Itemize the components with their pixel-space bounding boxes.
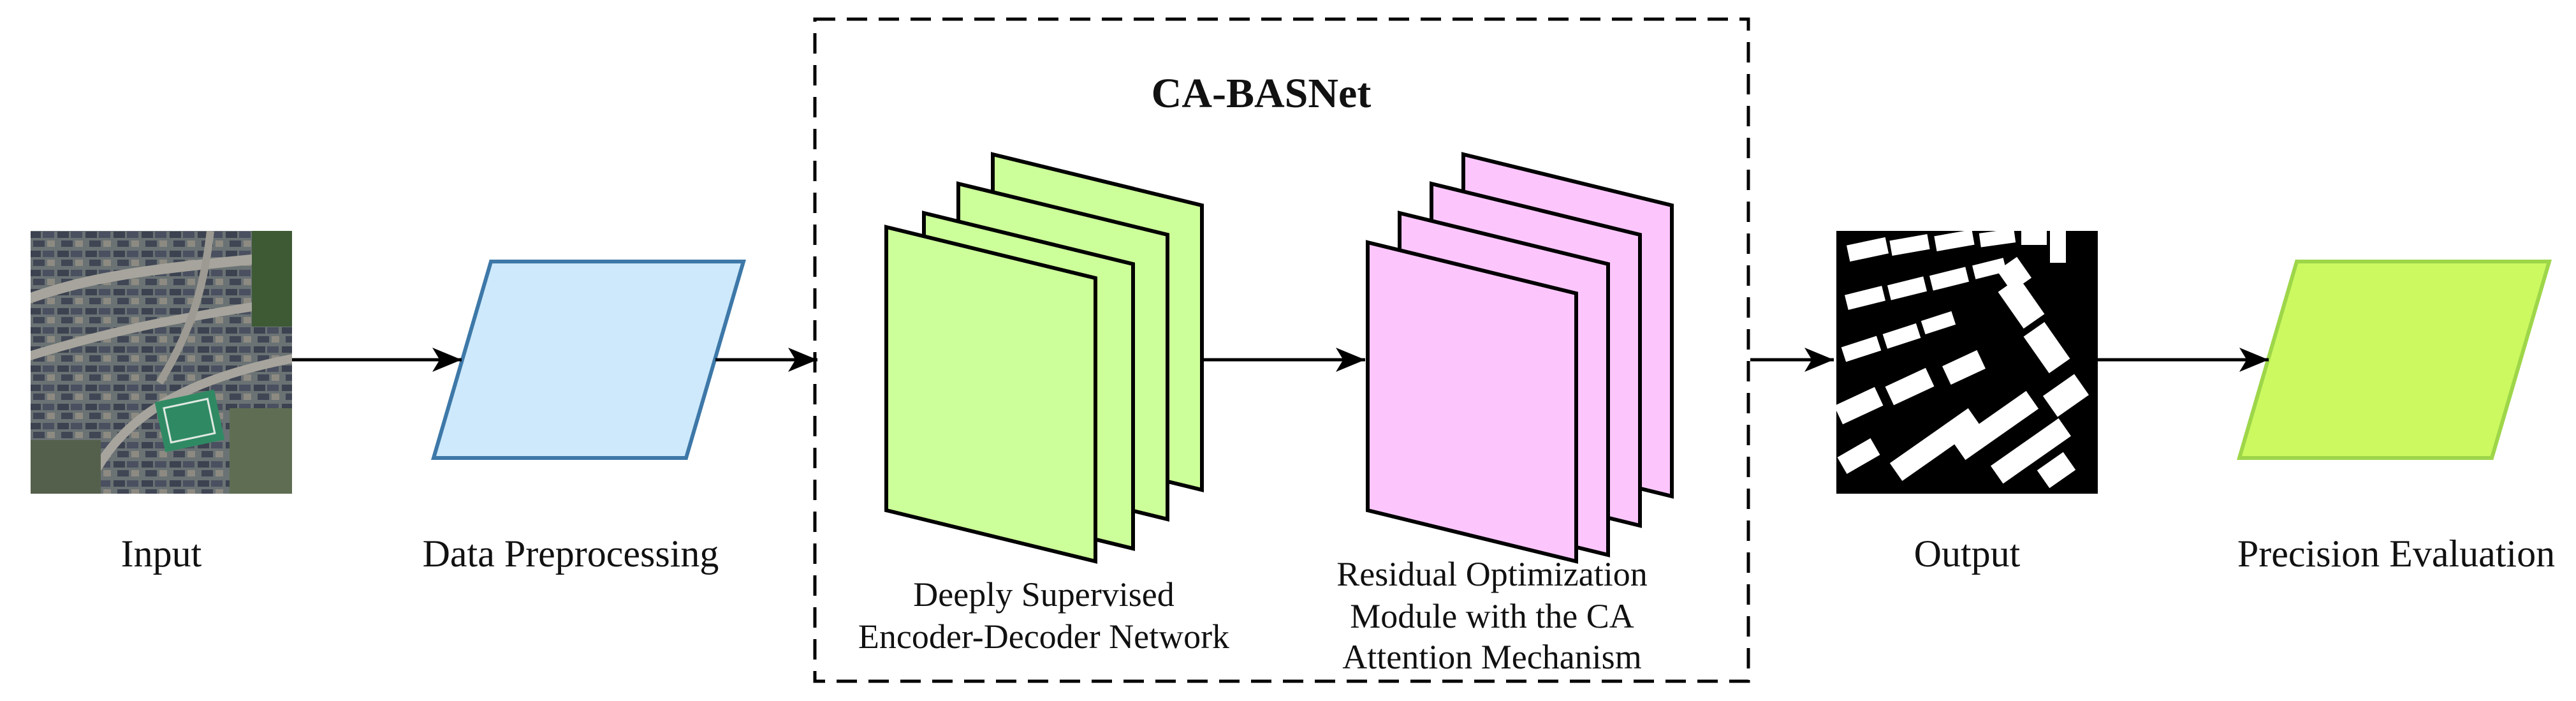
stage-label-input: Input <box>121 533 202 575</box>
encoder-panel-1 <box>884 225 1097 564</box>
stage-label-output: Output <box>1914 533 2021 575</box>
residual-label-line-3: Attention Mechanism <box>1342 638 1641 676</box>
residual-stack <box>1366 152 1674 564</box>
residual-label-line-2: Module with the CA <box>1350 597 1634 635</box>
ca-basnet-container <box>813 17 1750 683</box>
encoder-label-line-2: Encoder-Decoder Network <box>858 617 1229 656</box>
output-mask <box>1836 231 2098 494</box>
residual-panel-1 <box>1366 240 1578 564</box>
preprocessing-shape <box>430 260 747 460</box>
input-image <box>31 231 292 494</box>
stage-label-evaluation: Precision Evaluation <box>2237 533 2555 575</box>
evaluation-shape <box>2236 260 2552 460</box>
residual-label-line-1: Residual Optimization <box>1336 555 1647 593</box>
diagram-title: CA-BASNet <box>1152 70 1372 117</box>
stage-label-preprocessing: Data Preprocessing <box>423 533 719 575</box>
encoder-decoder-stack <box>884 152 1204 564</box>
encoder-label-line-1: Deeply Supervised <box>913 575 1174 614</box>
